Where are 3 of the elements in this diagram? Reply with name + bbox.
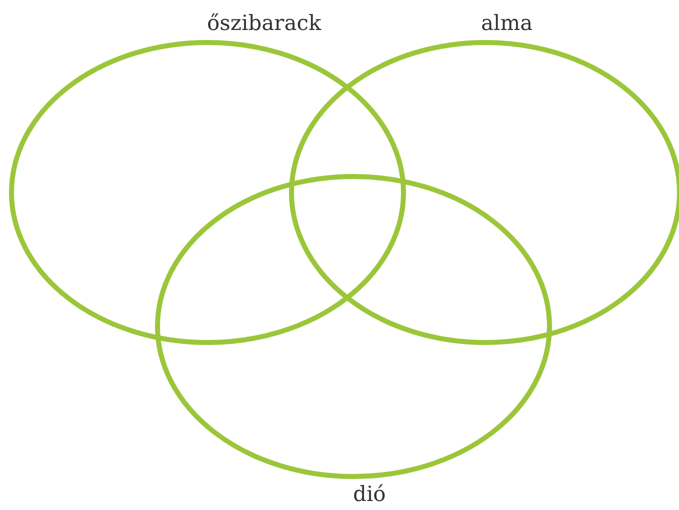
set-label: őszibarack xyxy=(207,10,322,36)
set-label: alma xyxy=(481,10,533,36)
set-label: dió xyxy=(353,480,386,506)
